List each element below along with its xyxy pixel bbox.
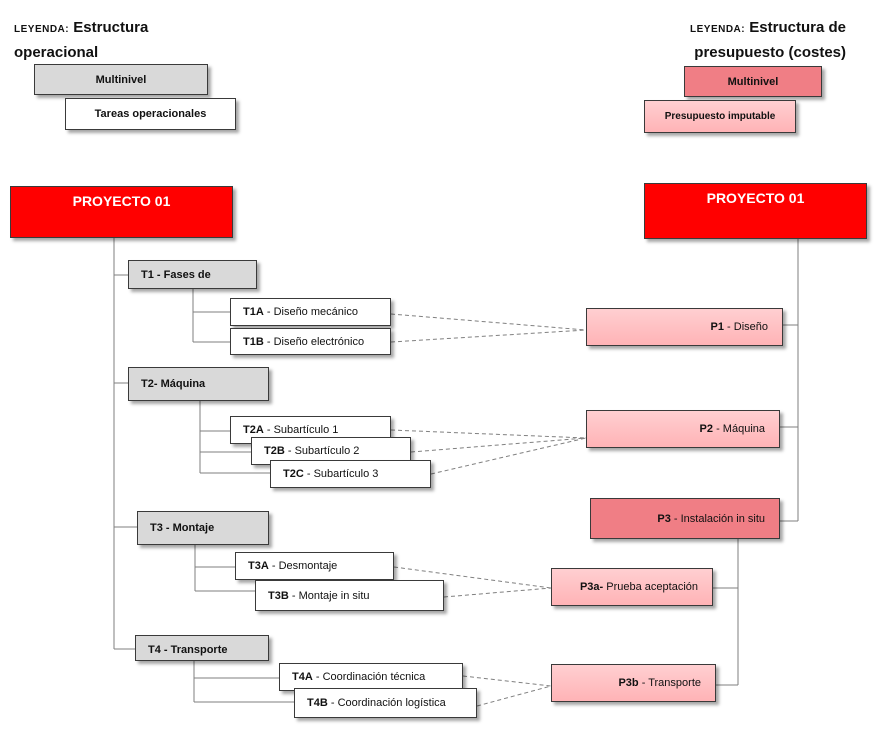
task-t1-code: T1 (141, 268, 154, 281)
task-t3a-label: - Desmontaje (271, 560, 338, 572)
legend-left-title-line1: Estructura (73, 19, 149, 36)
legend-left-multinivel: Multinivel (34, 64, 208, 95)
task-t2: T2- Máquina (128, 367, 269, 401)
legend-right-multinivel: Multinivel (684, 66, 822, 97)
budget-p1-label: - Diseño (727, 321, 768, 333)
task-t4-label: - Transporte (163, 644, 228, 656)
task-t2b-label: - Subartículo 2 (287, 445, 360, 457)
task-t1b-label: - Diseño electrónico (266, 335, 365, 348)
task-t4-code: T4 (148, 644, 161, 656)
task-t4a-code: T4A (292, 671, 313, 683)
budget-p1-code: P1 (710, 321, 724, 333)
budget-p3b: P3b - Transporte (551, 664, 716, 702)
mapping-dashed-lines (390, 313, 587, 707)
task-t1a-label: - Diseño mecánico (266, 306, 358, 318)
operational-tree-lines (113, 238, 294, 703)
budget-p3a: P3a- Prueba aceptación (551, 568, 713, 606)
task-t2c-label: - Subartículo 3 (306, 468, 379, 480)
task-t3-code: T3 (150, 522, 163, 534)
legend-right-imputable-label: Presupuesto imputable (664, 111, 776, 122)
task-t2a-code: T2A (243, 424, 264, 436)
left-root-proyecto: PROYECTO 01 (10, 186, 233, 238)
budget-p3b-code: P3b (618, 677, 639, 689)
budget-p2-label: - Máquina (716, 423, 765, 435)
task-t4b: T4B - Coordinación logística (294, 688, 477, 718)
budget-p3a-code: P3a- (579, 581, 604, 593)
task-t1b: T1B - Diseño electrónico (230, 328, 391, 355)
task-t3a-code: T3A (248, 560, 269, 572)
budget-p3a-label: Prueba aceptación (606, 581, 698, 593)
legend-right-title: LEYENDA: Estructura de presupuesto (cost… (690, 16, 846, 64)
task-t4: T4 - Transporte (135, 635, 269, 661)
task-t2a-label: - Subartículo 1 (266, 424, 339, 436)
budget-p2: P2 - Máquina (586, 410, 780, 448)
task-t3a: T3A - Desmontaje (235, 552, 394, 580)
task-t2-label: - Máquina (153, 378, 206, 390)
task-t1-label: - Fases de (156, 268, 211, 281)
right-root-proyecto: PROYECTO 01 (644, 183, 867, 239)
left-root-label: PROYECTO 01 (72, 193, 171, 209)
legend-right-prefix: LEYENDA: (690, 24, 746, 35)
legend-right-title-line2: presupuesto (costes) (694, 44, 846, 61)
task-t2c-code: T2C (283, 468, 304, 480)
right-root-label: PROYECTO 01 (706, 190, 805, 206)
legend-left-title-line2: operacional (14, 44, 99, 61)
budget-p3b-label: - Transporte (641, 677, 701, 689)
budget-tree-lines (713, 239, 799, 686)
legend-left-tareas: Tareas operacionales (65, 98, 236, 130)
budget-p2-code: P2 (699, 423, 714, 435)
task-t3: T3 - Montaje (137, 511, 269, 545)
budget-p3: P3 - Instalación in situ (590, 498, 780, 539)
task-t1: T1 - Fases de (128, 260, 257, 289)
task-t2b-code: T2B (264, 445, 285, 457)
task-t1a: T1A - Diseño mecánico (230, 298, 391, 326)
task-t3b-code: T3B (268, 589, 289, 602)
task-t4a: T4A - Coordinación técnica (279, 663, 463, 691)
task-t4b-code: T4B (307, 697, 328, 709)
legend-left-multinivel-label: Multinivel (95, 73, 147, 86)
budget-p3-label: - Instalación in situ (673, 512, 765, 525)
budget-p1: P1 - Diseño (586, 308, 783, 346)
task-t1b-code: T1B (243, 335, 264, 348)
budget-p3-code: P3 (657, 512, 671, 525)
task-t3-label: - Montaje (165, 522, 215, 534)
legend-right-title-line1: Estructura de (749, 19, 846, 36)
task-t2c: T2C - Subartículo 3 (270, 460, 431, 488)
task-t4a-label: - Coordinación técnica (315, 671, 426, 683)
task-t3b: T3B - Montaje in situ (255, 580, 444, 611)
legend-right-imputable: Presupuesto imputable (644, 100, 796, 133)
task-t1a-code: T1A (243, 306, 264, 318)
task-t3b-label: - Montaje in situ (291, 589, 370, 602)
legend-left-tareas-label: Tareas operacionales (94, 108, 207, 120)
task-t2-code: T2 (141, 378, 154, 390)
legend-left-title: LEYENDA: Estructura operacional (14, 16, 148, 64)
task-t4b-label: - Coordinación logística (330, 697, 446, 709)
legend-right-multinivel-label: Multinivel (727, 75, 779, 88)
legend-left-prefix: LEYENDA: (14, 24, 70, 35)
